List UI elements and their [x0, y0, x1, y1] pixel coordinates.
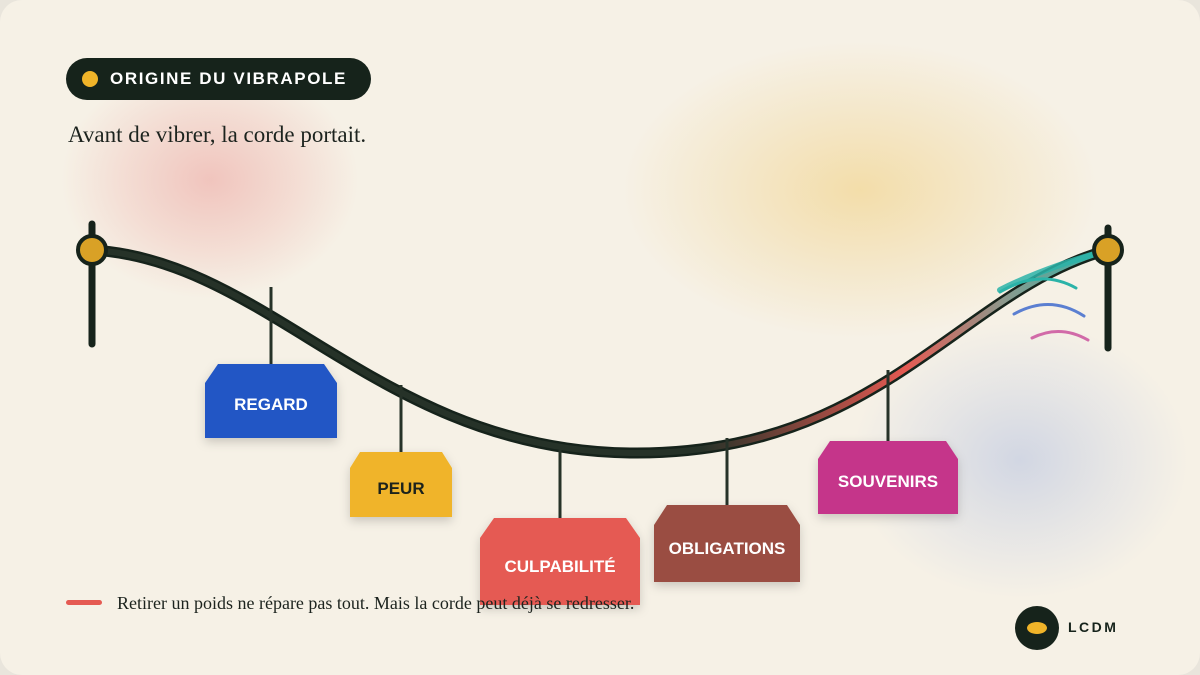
weight-label-peur: PEUR: [377, 479, 424, 498]
legend-swatch: [66, 600, 102, 605]
weight-label-souvenirs: SOUVENIRS: [838, 472, 938, 491]
weight-label-obligations: OBLIGATIONS: [669, 539, 786, 558]
logo: [1015, 606, 1059, 650]
weight-culpabilite: CULPABILITÉ: [480, 518, 640, 605]
left-anchor-icon: [76, 234, 108, 266]
weight-souvenirs: SOUVENIRS: [818, 441, 958, 514]
eye-icon: [1027, 622, 1047, 634]
vibration-arc-pink-icon: [1030, 330, 1090, 342]
vibration-arc-blue-icon: [1012, 303, 1086, 318]
badge-label: ORIGINE DU VIBRAPOLE: [110, 69, 347, 88]
badge-dot-icon: [82, 71, 98, 87]
subtitle: Avant de vibrer, la corde portait.: [68, 122, 367, 147]
title-badge: ORIGINE DU VIBRAPOLE: [66, 58, 371, 100]
weight-peur: PEUR: [350, 452, 452, 517]
rope: [89, 247, 1111, 457]
right-anchor-icon: [1092, 234, 1124, 266]
vibration-arc-teal-icon: [998, 277, 1078, 294]
logo-text: LCDM: [1068, 619, 1119, 635]
red-glow-decoration: [60, 60, 360, 300]
weight-label-culpabilite: CULPABILITÉ: [504, 557, 615, 576]
weight-obligations: OBLIGATIONS: [654, 505, 800, 582]
weight-label-regard: REGARD: [234, 395, 308, 414]
weight-regard: REGARD: [205, 364, 337, 438]
legend-text: Retirer un poids ne répare pas tout. Mai…: [117, 593, 635, 613]
